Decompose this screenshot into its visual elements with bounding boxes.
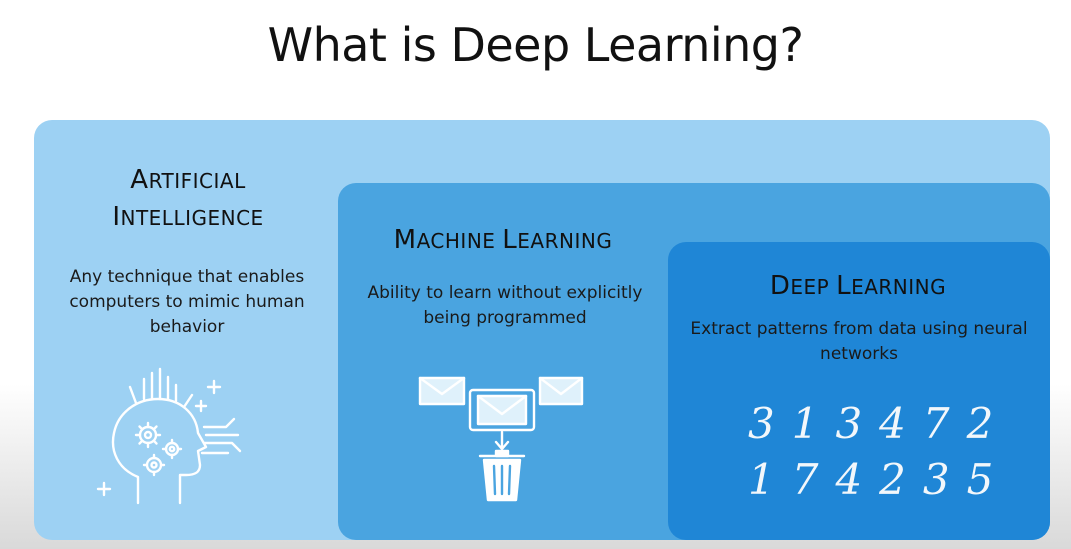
mail-filter-trash-icon [418, 376, 584, 502]
dl-description: Extract patterns from data using neural … [690, 319, 1028, 364]
ml-heading: MACHINE LEARNING [393, 225, 613, 255]
head-gears-icon [96, 367, 242, 505]
digits-row-1: 313472 [748, 399, 1011, 448]
dl-heading: DEEP LEARNING [769, 271, 947, 301]
handwritten-digits: 313472 174235 [748, 396, 1011, 508]
digits-row-2: 174235 [748, 455, 1011, 504]
ml-description: Ability to learn without explicitly bein… [367, 283, 643, 328]
dl-panel [668, 242, 1050, 540]
ai-heading: ARTIFICIAL INTELLIGENCE [112, 165, 264, 232]
page-title: What is Deep Learning? [267, 18, 804, 72]
ai-description: Any technique that enables computers to … [69, 267, 305, 337]
